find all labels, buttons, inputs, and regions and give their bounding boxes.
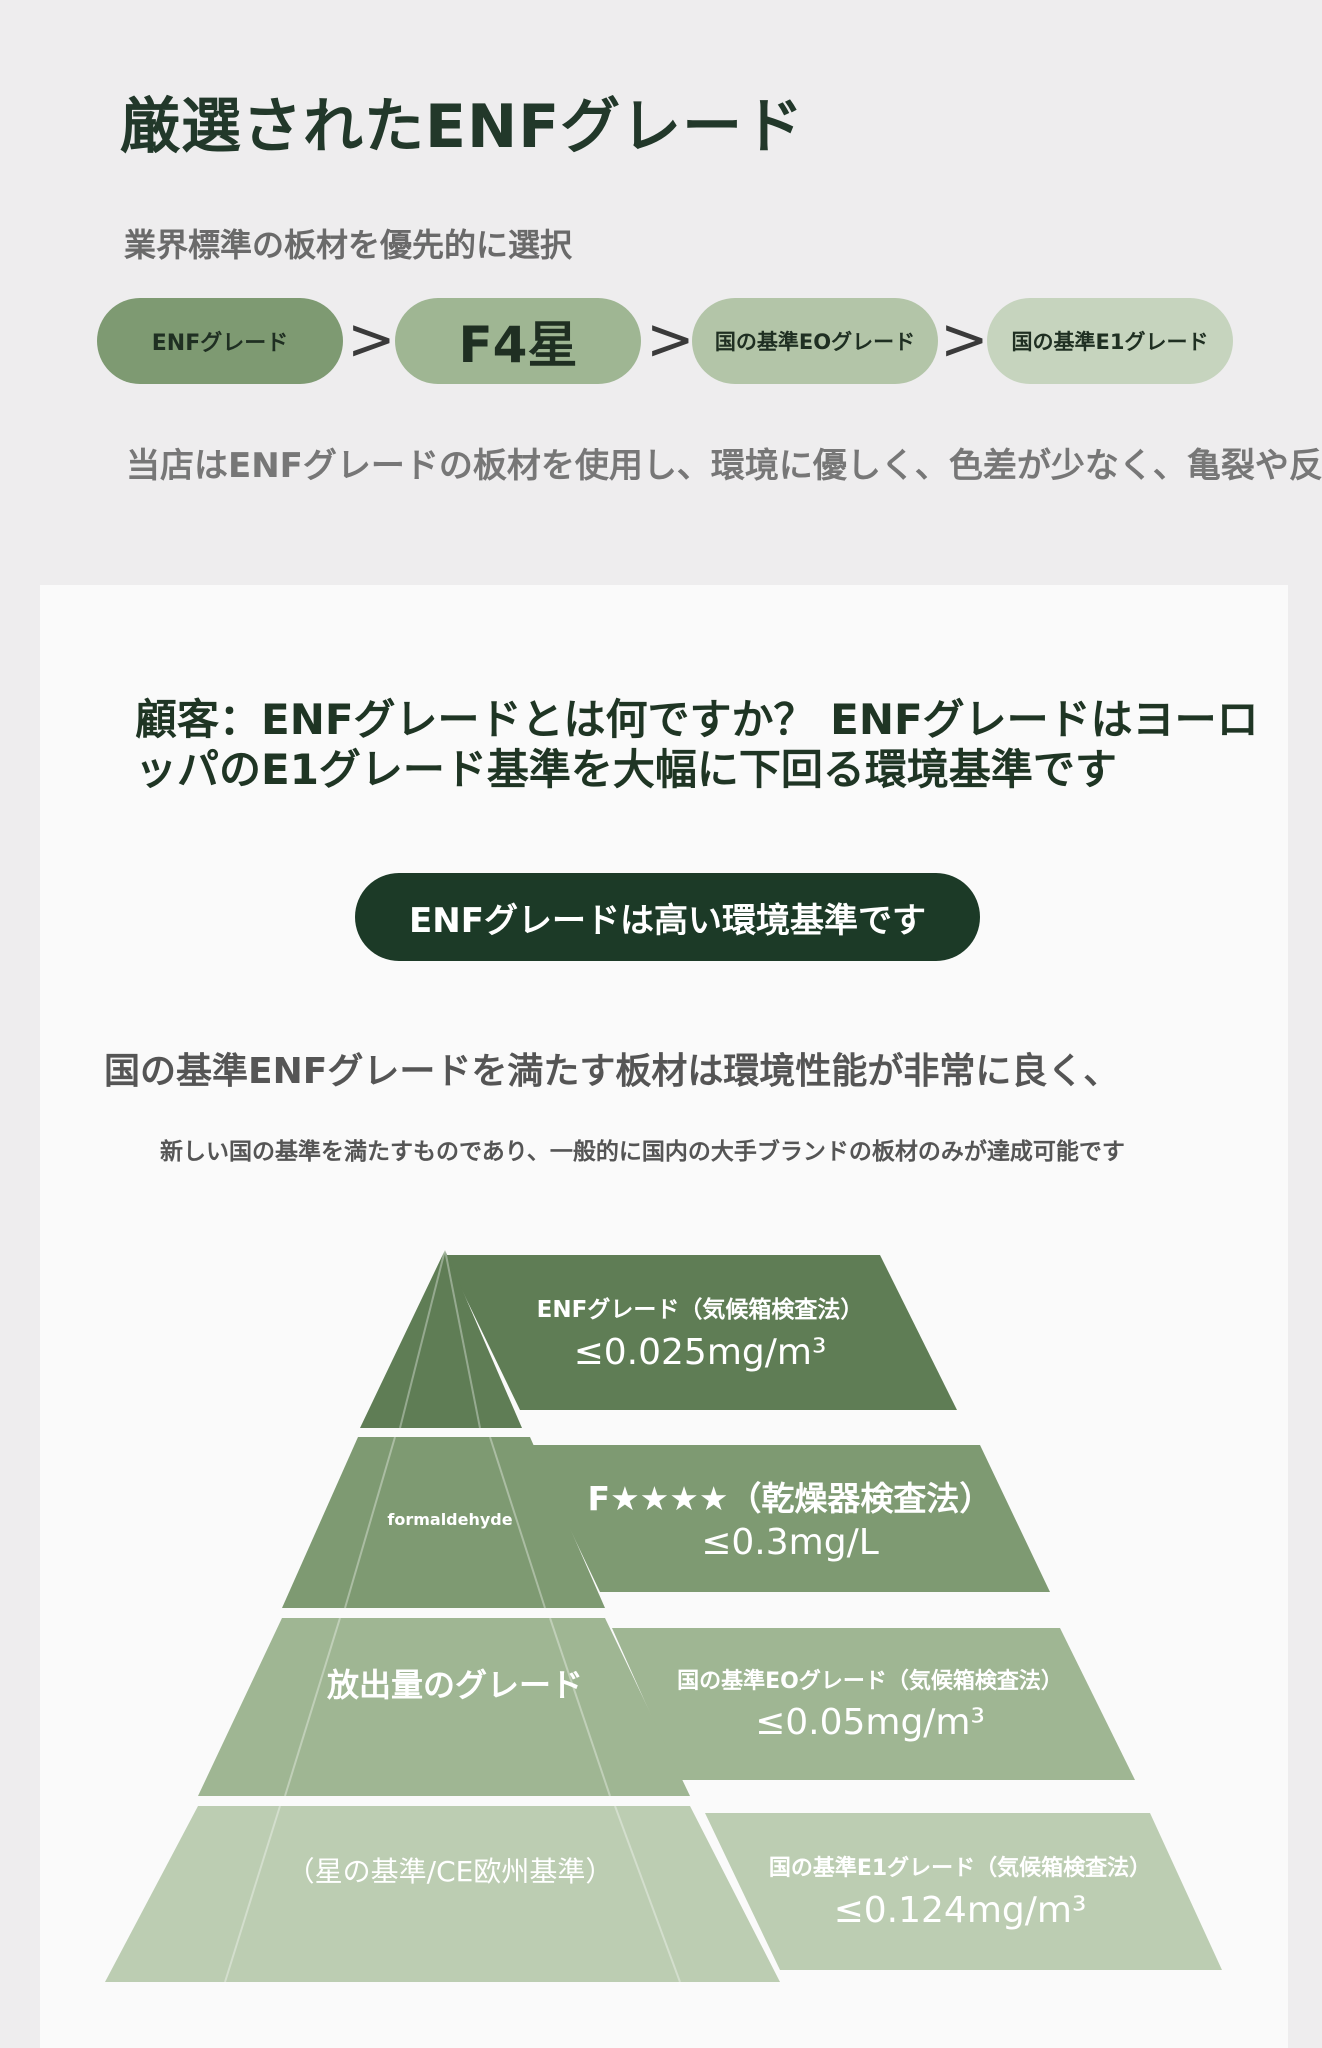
description-text: 当店はENFグレードの板材を使用し、環境に優しく、色差が少なく、亀裂や反	[126, 446, 1322, 486]
tier-2-value: ≤0.3mg/L	[701, 1522, 879, 1563]
faq-question: 顧客：ENFグレードとは何ですか？ ENFグレードはヨーロッパのE1グレード基準…	[135, 695, 1259, 794]
grade-pill-label: 国の基準E1グレード	[1011, 330, 1209, 354]
pyramid-tier-4	[105, 1806, 780, 1982]
chevron-right-icon: >	[940, 305, 989, 373]
pyramid-label-formaldehyde: formaldehyde	[387, 1510, 513, 1529]
pyramid-facet-lines	[224, 1249, 681, 1983]
pyramid-tier-3	[198, 1618, 690, 1796]
pyramid-label-emission: 放出量のグレード	[326, 1666, 583, 1704]
pyramid-tier-1	[360, 1250, 522, 1428]
tier-4-value: ≤0.124mg/m³	[833, 1890, 1087, 1931]
pyramid-graphic	[105, 1249, 1222, 1983]
faq-banner: ENFグレードは高い環境基準です	[355, 873, 980, 961]
tier-info-shape-1	[445, 1255, 957, 1410]
tier-info-shape-3	[612, 1628, 1135, 1780]
tier-1-value: ≤0.025mg/m³	[573, 1332, 827, 1373]
tier-1-name: ENFグレード（気候箱検査法）	[536, 1297, 864, 1323]
tier-3-value: ≤0.05mg/m³	[755, 1702, 985, 1743]
tier-info-shape-2	[530, 1445, 1050, 1592]
tier-4-name: 国の基準E1グレード（気候箱検査法）	[768, 1856, 1152, 1881]
chevron-right-icon: >	[347, 305, 396, 373]
page-subtitle: 業界標準の板材を優先的に選択	[124, 226, 573, 264]
pyramid-tier-2	[282, 1437, 605, 1608]
pyramid-label-standard: （星の基準/CE欧州基準）	[286, 1855, 614, 1888]
chevron-right-icon: >	[646, 305, 695, 373]
grade-pill-enf: ENFグレード	[97, 298, 343, 384]
tier-info-shape-4	[705, 1813, 1222, 1970]
grade-pill-e1: 国の基準E1グレード	[987, 298, 1233, 384]
small-text: 新しい国の基準を満たすものであり、一般的に国内の大手ブランドの板材のみが達成可能…	[160, 1139, 1125, 1165]
grade-pill-label: F4星	[458, 316, 578, 374]
grade-pill-label: ENFグレード	[151, 331, 289, 356]
body-text: 国の基準ENFグレードを満たす板材は環境性能が非常に良く、	[104, 1051, 1120, 1092]
tier-2-name: F★★★★（乾燥器検査法）	[587, 1479, 993, 1518]
grade-chain: ENFグレード > F4星 > 国の基準EOグレード > 国の基準E1グレード	[97, 298, 1247, 388]
grade-pill-eo: 国の基準EOグレード	[692, 298, 938, 384]
emission-pyramid: formaldehyde 放出量のグレード （星の基準/CE欧州基準） ENFグ…	[0, 1240, 1322, 2020]
page-title: 厳選されたENFグレード	[120, 92, 805, 162]
grade-pill-label: 国の基準EOグレード	[714, 330, 916, 354]
tier-3-name: 国の基準EOグレード（気候箱検査法）	[677, 1669, 1063, 1694]
grade-pill-f4: F4星	[395, 298, 641, 384]
